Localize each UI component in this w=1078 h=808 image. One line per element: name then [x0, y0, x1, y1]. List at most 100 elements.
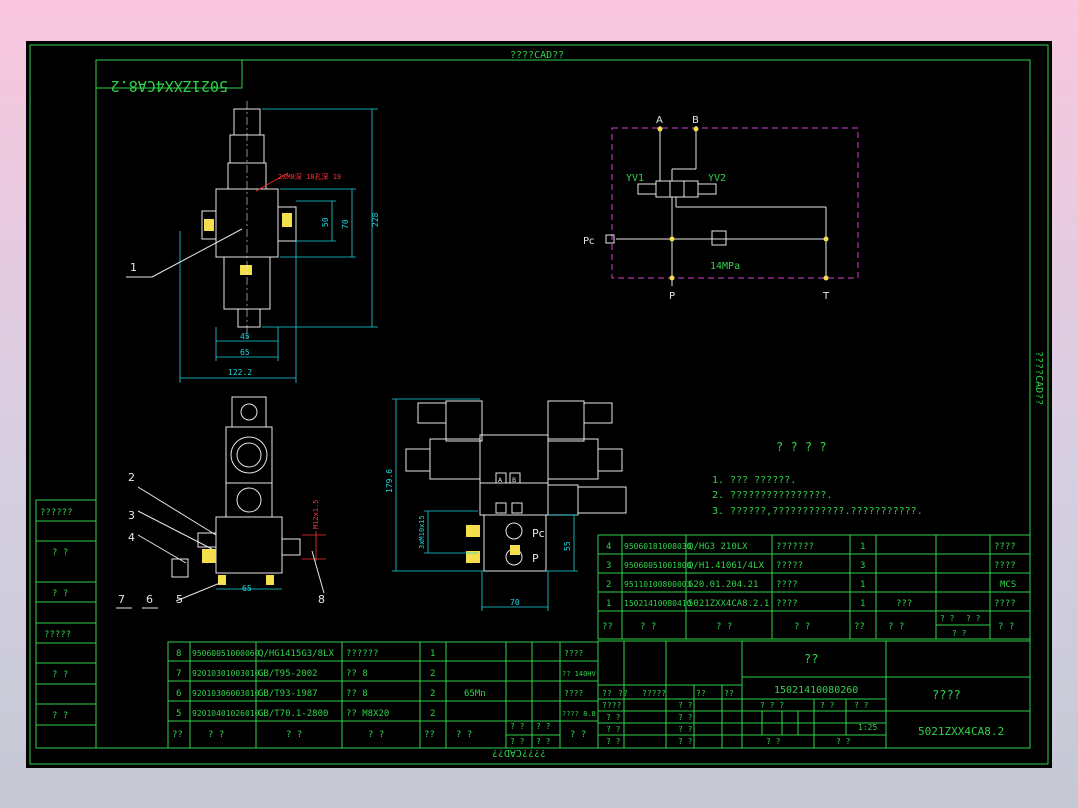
title-name: ???? — [932, 688, 961, 702]
note-red-text: 2xM8深 18孔深 19 — [278, 172, 341, 181]
strip-label-3: ????? — [44, 630, 71, 640]
solenoid-yv2: YV2 — [708, 173, 726, 184]
upper-r3-c5: ??? — [896, 599, 912, 609]
title-mid-3: ? ? — [678, 737, 693, 746]
lower-r3-c2: GB/T70.1-2800 — [258, 709, 328, 719]
lower-h3: ? ? — [368, 730, 384, 740]
top-view — [405, 400, 627, 572]
lower-h6: ? ? — [570, 730, 586, 740]
lower-r1-c4: 2 — [430, 669, 435, 679]
stamp-box — [95, 59, 243, 89]
lower-r1-c1: 92010301003010 — [192, 669, 260, 678]
upper-r1-c3: ????? — [776, 561, 803, 571]
lower-h1: ? ? — [208, 730, 224, 740]
title-mid-2: ? ? — [678, 725, 693, 734]
title-left-1: ? ? — [606, 725, 621, 734]
cad-drawing-canvas[interactable]: ????CAD?? ????CAD?? ????CAD?? 5021ZXX4CA… — [26, 41, 1052, 768]
port-t: T — [822, 291, 830, 302]
upper-r3-c2: 5021ZXX4CA8.2.1 — [688, 599, 769, 609]
upper-h3: ? ? — [794, 622, 810, 632]
relief-pressure: 14MPa — [710, 261, 740, 272]
title-stage-1: ? ? — [820, 701, 835, 710]
upper-hx0: ? ? — [940, 614, 955, 623]
upper-r0-c0: 4 — [606, 542, 611, 552]
title-block — [597, 640, 1031, 749]
note-line-1: 1. ??? ??????. — [712, 475, 796, 486]
lower-r0-c1: 95060051000060 — [192, 649, 260, 658]
upper-r3-c3: ???? — [776, 599, 798, 609]
title-sheet-1: ? ? — [836, 737, 851, 746]
dim-70: 70 — [341, 219, 350, 229]
strip-label-2: ? ? — [52, 589, 68, 599]
title-mark-1: ?? — [618, 689, 628, 698]
upper-h6: ? ? — [998, 622, 1014, 632]
lower-r3-c1: 92010401026010 — [192, 709, 260, 718]
side-label: ????CAD?? — [1033, 351, 1044, 405]
dim-65-top: 65 — [240, 348, 250, 357]
upper-r2-c1: 95110100800003 — [624, 580, 692, 589]
title-company: ?? — [804, 652, 818, 666]
title-stage-2: ? ? — [854, 701, 869, 710]
front-view — [201, 101, 297, 341]
lower-hx0: ? ? — [510, 722, 525, 731]
lower-r0-c6: ???? — [564, 649, 583, 658]
port-a: A — [656, 115, 663, 126]
upper-r2-c0: 2 — [606, 580, 611, 590]
dimension-lines-top — [179, 108, 378, 383]
upper-r1-c1: 95060051001800 — [624, 561, 692, 570]
dim-55: 55 — [563, 541, 572, 551]
lower-r2-c0: 6 — [176, 689, 181, 699]
dimension-lines-face — [392, 398, 578, 611]
title-mark-4: ?? — [724, 689, 734, 698]
upper-r0-c3: ??????? — [776, 542, 814, 552]
dim-228: 228 — [371, 212, 380, 227]
dim-65-left: 65 — [242, 584, 252, 593]
lower-r2-c4: 2 — [430, 689, 435, 699]
title-left-2: ? ? — [606, 737, 621, 746]
upper-r3-c1: 15021410080410 — [624, 599, 692, 608]
parts-table-lower — [167, 641, 599, 749]
lower-h4: ?? — [424, 730, 435, 740]
title-code: 5021ZXX4CA8.2 — [918, 725, 1004, 738]
upper-r1-c0: 3 — [606, 561, 611, 571]
note-line-3: 3. ??????,????????????.???????????. — [712, 506, 923, 517]
dim-m10: 3xM10x15 — [418, 515, 426, 549]
callout-5: 5 — [176, 593, 183, 606]
lower-r2-c2: GB/T93-1987 — [258, 689, 318, 699]
lower-r0-c2: Q/HG1415G3/8LX — [258, 649, 334, 659]
upper-r3-c0: 1 — [606, 599, 611, 609]
upper-r0-c6: ???? — [994, 542, 1016, 552]
bottom-label: ????CAD?? — [492, 747, 546, 758]
port-p: P — [669, 291, 675, 302]
side-view — [171, 396, 301, 585]
strip-label-1: ? ? — [52, 548, 68, 558]
dim-122: 122.2 — [228, 368, 252, 377]
title-mark-0: ?? — [602, 689, 612, 698]
upper-r3-c6: ???? — [994, 599, 1016, 609]
top-label: ????CAD?? — [510, 50, 564, 61]
lower-r2-c1: 92010306003010 — [192, 689, 260, 698]
title-scale: 1:25 — [858, 723, 877, 732]
title-drawing-no: 15021410080260 — [774, 685, 858, 696]
upper-r3-c4: 1 — [860, 599, 865, 609]
schematic-boundary — [611, 127, 859, 279]
hydraulic-schematic — [605, 126, 859, 286]
upper-h4: ?? — [854, 622, 865, 632]
lower-r3-c0: 5 — [176, 709, 181, 719]
title-sheet-0: ? ? — [766, 737, 781, 746]
stamp-code: 5021ZXX4CA8.2 — [111, 77, 228, 95]
upper-r0-c4: 1 — [860, 542, 865, 552]
upper-h2: ? ? — [716, 622, 732, 632]
dim-45: 45 — [240, 332, 250, 341]
strip-label-0: ?????? — [40, 508, 73, 518]
upper-r0-c1: 95060181008030 — [624, 542, 692, 551]
upper-r2-c6: MCS — [1000, 580, 1016, 590]
drawing-sheet: ????CAD?? ????CAD?? ????CAD?? 5021ZXX4CA… — [29, 44, 1049, 765]
strip-label-4: ? ? — [52, 670, 68, 680]
lower-r1-c0: 7 — [176, 669, 181, 679]
callout-3: 3 — [128, 509, 135, 522]
lower-r3-c6: ???? 8.8 — [562, 710, 596, 718]
upper-hx1: ? ? — [966, 614, 981, 623]
solenoid-yv1: YV1 — [626, 173, 644, 184]
dim-50: 50 — [321, 217, 330, 227]
